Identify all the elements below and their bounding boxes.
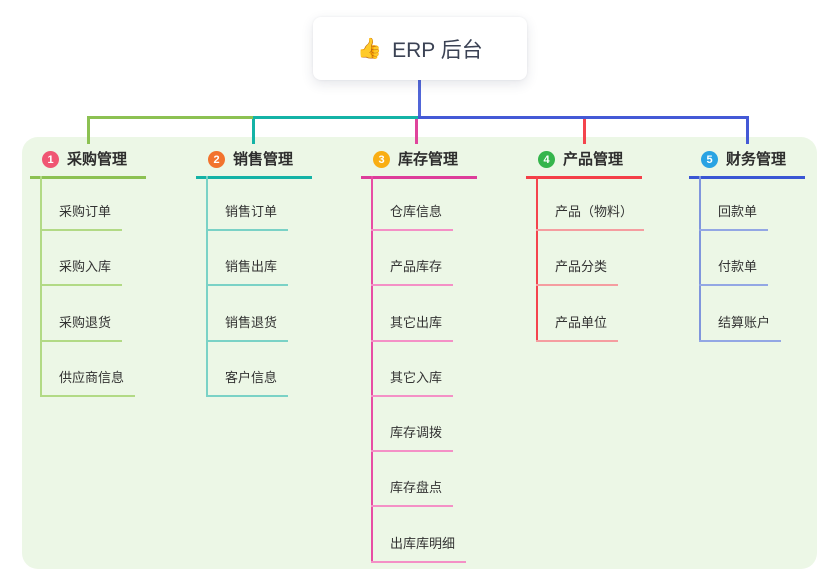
branch-node-finance[interactable]: 5 财务管理 xyxy=(689,146,805,179)
mindmap-canvas xyxy=(22,137,817,569)
branch-child-connector xyxy=(40,176,42,397)
child-node[interactable]: 产品库存 xyxy=(371,258,454,286)
branch-finance: 5 财务管理 回款单 付款单 结算账户 xyxy=(689,146,839,342)
thumbs-up-icon: 👍 xyxy=(357,37,383,60)
branch-number-badge: 4 xyxy=(538,151,555,168)
branch-node-label: 采购管理 xyxy=(67,151,128,168)
connector-drop-branch-1 xyxy=(87,119,90,144)
branch-node-inventory[interactable]: 3 库存管理 xyxy=(361,146,477,179)
branch-node-label: 产品管理 xyxy=(563,151,624,168)
root-connector-line xyxy=(418,79,421,116)
child-node[interactable]: 出库库明细 xyxy=(371,535,467,563)
branch-node-product[interactable]: 4 产品管理 xyxy=(526,146,642,179)
connector-drop-branch-5 xyxy=(746,119,749,144)
child-node[interactable]: 销售退货 xyxy=(206,314,289,342)
child-node[interactable]: 销售出库 xyxy=(206,258,289,286)
child-node[interactable]: 销售订单 xyxy=(206,203,289,231)
branch-number-badge: 3 xyxy=(373,151,390,168)
connector-branch-2 xyxy=(253,116,419,119)
child-node[interactable]: 结算账户 xyxy=(699,314,782,342)
branch-node-label: 销售管理 xyxy=(233,151,294,168)
connector-branch-5 xyxy=(418,116,749,119)
connector-drop-branch-2 xyxy=(252,119,255,144)
connector-drop-branch-4 xyxy=(583,119,586,144)
branch-child-connector xyxy=(699,176,701,342)
child-node[interactable]: 客户信息 xyxy=(206,369,289,397)
child-node[interactable]: 采购退货 xyxy=(40,314,123,342)
child-node[interactable]: 库存盘点 xyxy=(371,479,454,507)
branch-node-label: 财务管理 xyxy=(726,151,787,168)
root-node-label: ERP 后台 xyxy=(392,38,483,62)
branch-number-badge: 1 xyxy=(42,151,59,168)
child-node[interactable]: 其它入库 xyxy=(371,369,454,397)
child-node[interactable]: 产品（物料） xyxy=(536,203,645,231)
connector-drop-branch-3 xyxy=(415,119,418,144)
child-node[interactable]: 采购订单 xyxy=(40,203,123,231)
child-node[interactable]: 回款单 xyxy=(699,203,769,231)
child-node[interactable]: 库存调拨 xyxy=(371,424,454,452)
connector-branch-1 xyxy=(87,116,254,119)
branch-inventory: 3 库存管理 仓库信息 产品库存 其它出库 其它入库 库存调拨 库存盘点 出库库… xyxy=(361,146,521,563)
root-node[interactable]: 👍 ERP 后台 xyxy=(313,17,527,80)
child-node[interactable]: 供应商信息 xyxy=(40,369,136,397)
child-node[interactable]: 产品分类 xyxy=(536,258,619,286)
branch-sales: 2 销售管理 销售订单 销售出库 销售退货 客户信息 xyxy=(196,146,356,397)
branch-node-purchase[interactable]: 1 采购管理 xyxy=(30,146,146,179)
branch-child-connector xyxy=(371,176,373,563)
child-node[interactable]: 其它出库 xyxy=(371,314,454,342)
child-node[interactable]: 产品单位 xyxy=(536,314,619,342)
branch-number-badge: 2 xyxy=(208,151,225,168)
branch-node-sales[interactable]: 2 销售管理 xyxy=(196,146,312,179)
child-node[interactable]: 付款单 xyxy=(699,258,769,286)
branch-purchase: 1 采购管理 采购订单 采购入库 采购退货 供应商信息 xyxy=(30,146,190,397)
branch-number-badge: 5 xyxy=(701,151,718,168)
branch-child-connector xyxy=(536,176,538,342)
branch-child-connector xyxy=(206,176,208,397)
child-node[interactable]: 仓库信息 xyxy=(371,203,454,231)
branch-node-label: 库存管理 xyxy=(398,151,459,168)
child-node[interactable]: 采购入库 xyxy=(40,258,123,286)
branch-product: 4 产品管理 产品（物料） 产品分类 产品单位 xyxy=(526,146,686,342)
